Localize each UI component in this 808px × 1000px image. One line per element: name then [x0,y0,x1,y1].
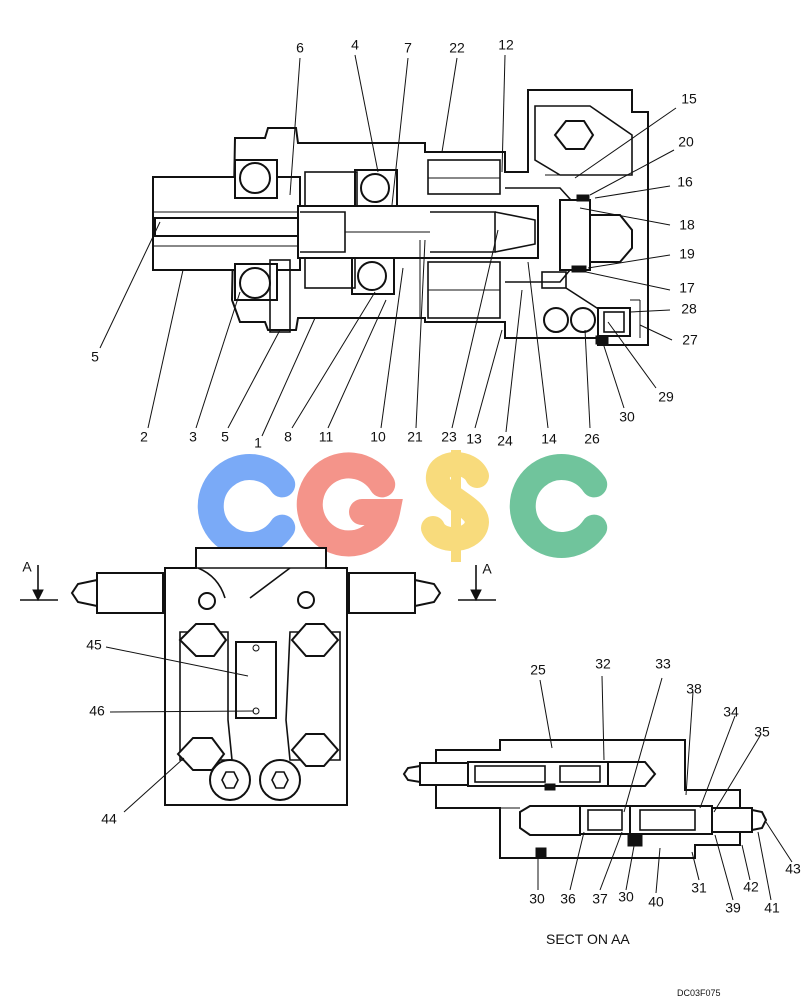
callout-17: 17 [679,280,695,296]
callout-42: 42 [743,879,759,895]
callout-23: 23 [441,429,457,445]
watermark-letter-c-blue [197,454,296,558]
callout-46: 46 [89,703,105,719]
callout-25: 25 [530,662,546,678]
callout-16: 16 [677,174,693,190]
cgsc-watermark [197,450,608,562]
callout-1: 1 [254,435,262,451]
callout-5a: 5 [91,349,99,365]
section-aa-view [402,739,768,859]
callout-30b: 30 [529,891,545,907]
callout-22: 22 [449,40,465,56]
callout-40: 40 [648,894,664,910]
callout-26: 26 [584,431,600,447]
callout-35: 35 [754,724,770,740]
callout-41: 41 [764,900,780,916]
callout-21: 21 [407,429,423,445]
callout-18: 18 [679,217,695,233]
callout-33: 33 [655,656,671,672]
callout-28: 28 [681,301,697,317]
callout-38: 38 [686,681,702,697]
callout-36: 36 [560,891,576,907]
watermark-letter-c-green [509,454,608,558]
callout-29: 29 [658,389,674,405]
callout-labels: 6 4 7 22 12 15 20 16 18 19 17 28 27 29 3… [22,37,801,998]
callout-10: 10 [370,429,386,445]
top-section-view [152,89,649,346]
callout-31: 31 [691,880,707,896]
watermark-letter-g-red [296,452,403,557]
callout-3: 3 [189,429,197,445]
drawing-code: DC03F075 [677,988,721,998]
callout-27: 27 [682,332,698,348]
callout-13: 13 [466,431,482,447]
callout-8: 8 [284,429,292,445]
callout-2: 2 [140,429,148,445]
callout-34: 34 [723,704,739,720]
callout-19: 19 [679,246,695,262]
section-marker-a-left: A [22,559,32,575]
callout-5b: 5 [221,429,229,445]
leader-lines [99,54,793,901]
callout-20: 20 [678,134,694,150]
callout-6: 6 [296,40,304,56]
callout-30: 30 [619,409,635,425]
section-caption: SECT ON AA [546,931,630,947]
section-marker-a-right: A [482,561,492,577]
callout-39: 39 [725,900,741,916]
callout-43: 43 [785,861,801,877]
callout-14: 14 [541,431,557,447]
callout-11: 11 [319,429,334,445]
callout-44: 44 [101,811,117,827]
callout-30c: 30 [618,889,634,905]
plan-view [20,547,496,806]
callout-7: 7 [404,40,412,56]
callout-37: 37 [592,891,608,907]
callout-32: 32 [595,656,611,672]
callout-4: 4 [351,37,359,53]
callout-12: 12 [498,37,514,53]
callout-15: 15 [681,91,697,107]
callout-24: 24 [497,433,513,449]
callout-45: 45 [86,637,102,653]
